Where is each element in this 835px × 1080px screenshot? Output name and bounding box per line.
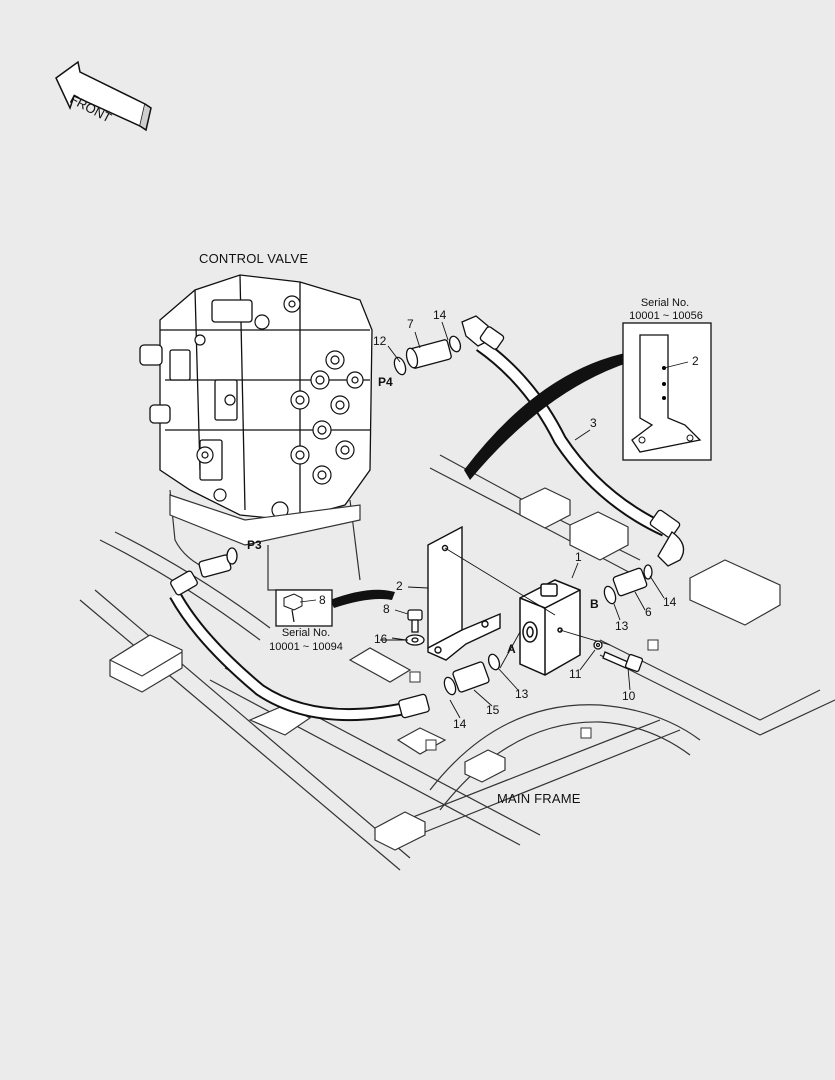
callout-leaders xyxy=(380,321,665,719)
bolt-10 xyxy=(593,640,644,673)
callout-13-upper: 13 xyxy=(615,619,629,633)
callout-14-top: 14 xyxy=(433,308,447,322)
callout-14-bottom: 14 xyxy=(453,717,467,731)
p4-fittings xyxy=(393,335,462,376)
control-valve xyxy=(139,274,373,521)
valve-stand xyxy=(169,494,361,546)
hose-3-end-top xyxy=(461,315,505,350)
serial-box-left-part: 8 xyxy=(319,593,326,607)
callout-3: 3 xyxy=(590,416,597,430)
port-b-label: B xyxy=(590,597,599,611)
callout-14-right: 14 xyxy=(663,595,677,609)
serial-box-left-caption: Serial No. xyxy=(281,627,331,639)
p3-fittings xyxy=(198,547,238,578)
serial-box-right-range: 10001 ~ 10056 xyxy=(629,310,703,322)
serial-box-right-caption: Serial No. xyxy=(640,297,690,309)
port-a-label: A xyxy=(507,642,516,656)
callout-10: 10 xyxy=(622,689,636,703)
port-p3-label: P3 xyxy=(247,538,262,552)
control-valve-title: CONTROL VALVE xyxy=(199,251,309,266)
hose-3-end-bottom xyxy=(649,509,685,567)
frame-pads xyxy=(109,487,781,851)
front-arrow-icon xyxy=(55,60,152,132)
serial-box-left xyxy=(275,589,333,627)
serial-box-right xyxy=(622,322,712,461)
hose-lower-ends xyxy=(170,570,430,719)
bolt-8 xyxy=(405,609,425,646)
callout-8: 8 xyxy=(383,602,390,616)
b-port-fittings xyxy=(603,564,653,605)
port-p4-label: P4 xyxy=(378,375,393,389)
callout-11: 11 xyxy=(569,667,582,681)
a-port-fittings xyxy=(443,653,501,696)
callout-12: 12 xyxy=(373,334,387,348)
callout-15: 15 xyxy=(486,703,500,717)
callout-13-lower: 13 xyxy=(515,687,529,701)
callout-2: 2 xyxy=(396,579,403,593)
serial-box-right-part: 2 xyxy=(692,354,699,368)
bracket-2 xyxy=(427,525,501,661)
control-valve-fittings xyxy=(194,295,364,519)
callout-16: 16 xyxy=(374,632,388,646)
callout-7: 7 xyxy=(407,317,414,331)
hose-3 xyxy=(475,339,668,537)
serial-leaders xyxy=(330,352,630,608)
valve-block-1 xyxy=(519,579,581,676)
hose-lower xyxy=(169,591,422,722)
main-frame-title: MAIN FRAME xyxy=(497,791,581,806)
callout-1: 1 xyxy=(575,550,582,564)
serial-box-left-range: 10001 ~ 10094 xyxy=(269,641,343,653)
callout-6: 6 xyxy=(645,605,652,619)
